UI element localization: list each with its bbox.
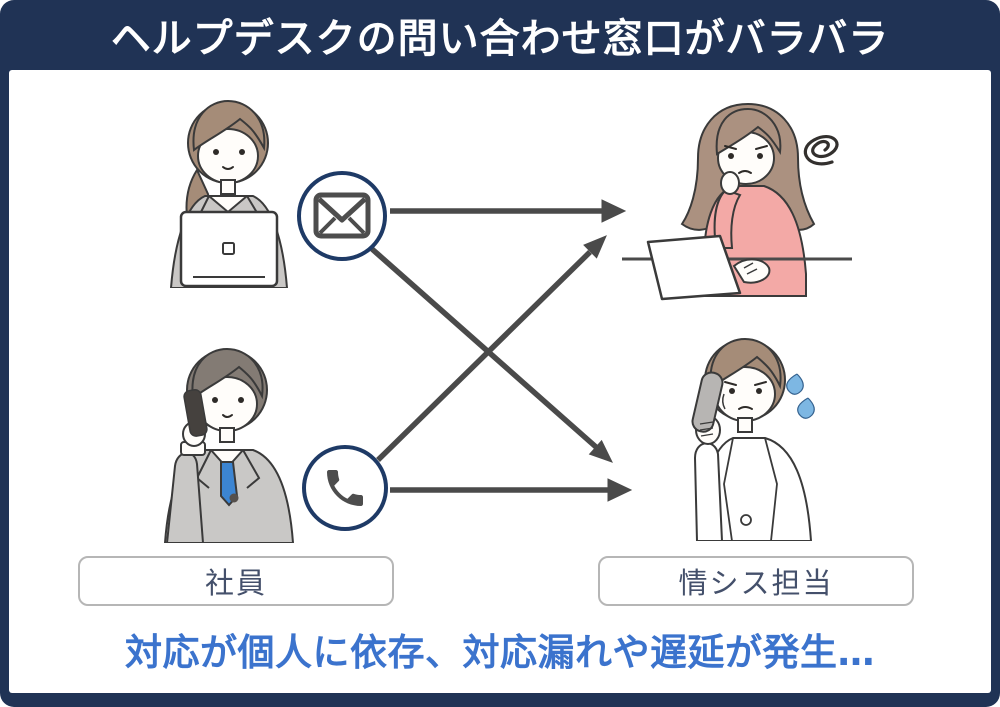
worried-brows: [724, 145, 768, 150]
mouth: [222, 414, 233, 418]
arrow-phone-to-phone-staff: [390, 478, 633, 502]
cheek-sweat-line: [721, 393, 726, 410]
page-title: ヘルプデスクの問い合わせ窓口がバラバラ: [110, 16, 890, 62]
it-staff-woman-confused-at-laptop-illustration: [622, 102, 852, 301]
mobile-phone: [183, 388, 208, 437]
arrow-phone-to-pc-staff: [376, 235, 607, 462]
eye: [757, 153, 763, 159]
fringe: [715, 107, 782, 156]
eye: [729, 388, 735, 394]
annoyance-scribble-icon: [803, 134, 839, 166]
mail-icon: [313, 192, 371, 239]
eye: [212, 397, 218, 403]
eye: [728, 153, 734, 159]
phone-channel-badge: [302, 445, 388, 531]
fringe: [191, 347, 264, 400]
mail-channel-badge: [297, 171, 387, 261]
footer-caption: 対応が個人に依存、対応漏れや遅延が発生…: [125, 631, 875, 674]
right-group-label-text: 情シス担当: [678, 566, 834, 600]
laptop-logo: [222, 242, 235, 255]
arrow-mail-to-pc-staff: [390, 199, 627, 223]
left-group-label: 社員: [78, 556, 394, 606]
sweat-drop: [797, 397, 815, 419]
hand-on-chin: [720, 171, 740, 195]
eye: [213, 149, 219, 155]
eye: [238, 397, 244, 403]
suit-button: [229, 493, 239, 503]
sweat-drop: [786, 373, 804, 395]
neck: [219, 427, 235, 443]
coat-button: [740, 514, 752, 526]
arrow-mail-to-phone-staff: [370, 246, 613, 463]
right-group-label: 情シス担当: [598, 556, 914, 606]
frown-mouth: [738, 170, 752, 174]
employee-woman-at-laptop-illustration: [169, 99, 289, 288]
fringe: [709, 337, 782, 390]
worried-brows: [724, 381, 767, 386]
arm-to-chin: [713, 188, 742, 249]
finger-lines: [699, 421, 714, 437]
eye: [239, 149, 245, 155]
neck: [220, 179, 236, 195]
mouth: [222, 166, 234, 170]
connection-arrows: [370, 199, 633, 502]
laptop: [179, 210, 279, 288]
employee-man-on-phone-illustration: [163, 347, 295, 543]
shirt: [208, 449, 246, 470]
shirt: [206, 195, 250, 214]
left-group-label-text: 社員: [204, 566, 267, 600]
diagram-canvas: 社員 情シス担当 対応が個人に依存、対応漏れや遅延が発生…: [9, 70, 991, 693]
laptop-perspective: [646, 234, 742, 301]
it-staff-person-stressed-on-phone-illustration: [691, 337, 815, 541]
title-bar: ヘルプデスクの問い合わせ窓口がバラバラ: [0, 0, 1000, 70]
phone-icon: [327, 470, 363, 506]
coat-lapels: [723, 437, 778, 541]
fringe: [192, 99, 266, 152]
frown-mouth: [738, 406, 753, 410]
neck: [737, 417, 753, 433]
finger-lines: [743, 262, 758, 275]
eye: [756, 388, 762, 394]
phone-receiver: [691, 371, 724, 433]
